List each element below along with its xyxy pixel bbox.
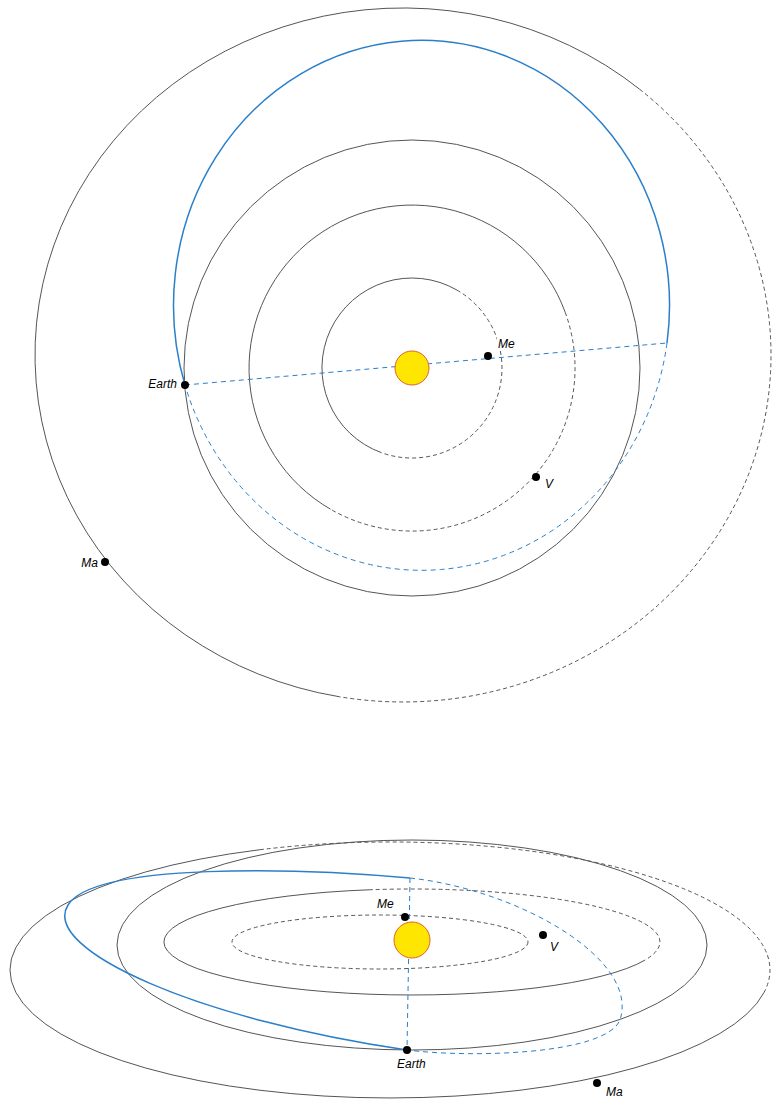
planet-label: Me [376, 897, 395, 911]
sun [395, 351, 429, 385]
planet-dot [401, 913, 409, 921]
planet-label: Ma [80, 556, 99, 570]
apsis-line [407, 878, 410, 1050]
planet-dot [539, 931, 547, 939]
apsis-line [185, 343, 667, 385]
planet-label: Ma [605, 1085, 624, 1099]
mars-orbit [35, 8, 640, 697]
planet-dot [484, 352, 492, 360]
venus-orbit [164, 890, 645, 995]
planet-label: Me [497, 337, 516, 351]
sun [394, 922, 430, 958]
mercury-orbit [232, 915, 528, 969]
mars-orbit [260, 842, 770, 992]
mars-orbit [339, 89, 771, 702]
planet-label: V [544, 477, 554, 491]
planet-dot [101, 558, 109, 566]
venus-orbit [249, 205, 565, 509]
transfer-orbit [407, 878, 622, 1054]
planet-label: Earth [147, 377, 178, 391]
earth-orbit [184, 140, 640, 596]
mercury-orbit [381, 290, 502, 458]
venus-orbit [331, 312, 576, 531]
planet-dot [593, 1079, 601, 1087]
mars-orbit [10, 850, 764, 1098]
transfer-orbit [174, 40, 670, 385]
planet-dot [181, 381, 189, 389]
venus-orbit [369, 889, 660, 960]
planet-dot [403, 1046, 411, 1054]
mercury-orbit [322, 278, 457, 453]
planet-dot [532, 473, 540, 481]
planet-label: Earth [396, 1057, 427, 1071]
planet-label: V [549, 940, 559, 954]
transfer-orbit [185, 343, 667, 570]
transfer-orbit [65, 871, 410, 1050]
